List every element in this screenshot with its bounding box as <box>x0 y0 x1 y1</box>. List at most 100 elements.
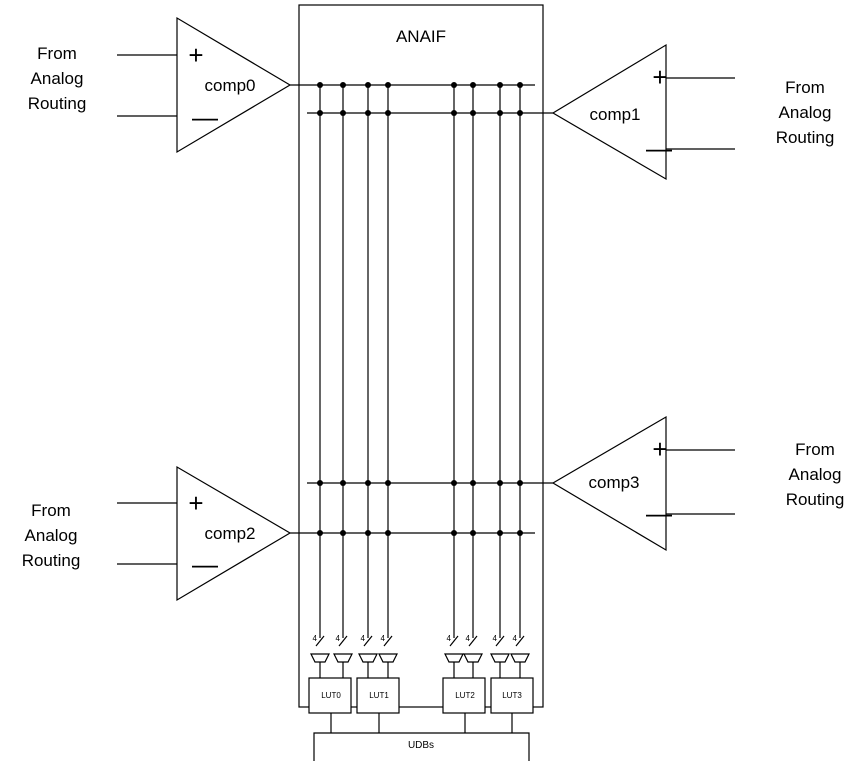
svg-text:Analog: Analog <box>779 103 832 122</box>
junction-dot <box>497 480 503 486</box>
svg-text:Analog: Analog <box>31 69 84 88</box>
junction-dot <box>385 82 391 88</box>
comparator-comp0: + — comp0 <box>117 16 292 154</box>
bus-width-label: 4 <box>493 634 498 643</box>
bus-slash <box>338 635 348 647</box>
junction-dot <box>470 82 476 88</box>
junction-dot <box>317 530 323 536</box>
plus-sign: + <box>188 40 203 70</box>
lut-label: LUT1 <box>369 691 389 700</box>
junction-dot <box>470 480 476 486</box>
mux <box>333 653 353 663</box>
mux <box>463 653 483 663</box>
bus-slash <box>468 635 478 647</box>
junction-dot <box>340 110 346 116</box>
svg-text:Routing: Routing <box>28 94 87 113</box>
comp0-label: comp0 <box>204 76 255 95</box>
udbs-block <box>313 732 530 761</box>
input-label-comp2: From Analog Routing <box>22 501 81 570</box>
junction-dot <box>340 530 346 536</box>
junction-dot <box>517 110 523 116</box>
lut-0 <box>308 677 352 714</box>
junction-dot <box>451 110 457 116</box>
junction-dot <box>340 82 346 88</box>
bus-slash <box>449 635 459 647</box>
junction-dot <box>340 480 346 486</box>
junction-dot <box>451 82 457 88</box>
lut-label: LUT2 <box>455 691 475 700</box>
junction-dot <box>385 480 391 486</box>
comparator-comp3: + — comp3 <box>551 415 735 552</box>
junction-dot <box>517 530 523 536</box>
svg-text:From: From <box>795 440 835 459</box>
svg-text:Analog: Analog <box>789 465 842 484</box>
junction-dot <box>517 480 523 486</box>
bus-width-label: 4 <box>381 634 386 643</box>
junction-dot <box>497 530 503 536</box>
plus-sign: + <box>652 434 667 464</box>
mux <box>378 653 398 663</box>
lut-label: LUT3 <box>502 691 522 700</box>
horizontal-buses <box>290 84 553 534</box>
minus-sign: — <box>646 133 672 163</box>
junction-dot <box>385 530 391 536</box>
junction-dot <box>365 82 371 88</box>
junction-dot <box>451 480 457 486</box>
svg-text:Routing: Routing <box>22 551 81 570</box>
input-label-comp0: From Analog Routing <box>28 44 87 113</box>
junction-dot <box>517 82 523 88</box>
comparator-comp1: + — comp1 <box>551 43 735 181</box>
bus-width-label: 4 <box>513 634 518 643</box>
input-label-comp3: From Analog Routing <box>786 440 845 509</box>
lut-2 <box>442 677 486 714</box>
bus-width-label: 4 <box>361 634 366 643</box>
comparator-comp2: + — comp2 <box>117 465 292 602</box>
junction-dot <box>385 110 391 116</box>
minus-sign: — <box>646 498 672 528</box>
bus-slash <box>315 635 325 647</box>
bus-slash <box>515 635 525 647</box>
svg-text:From: From <box>31 501 71 520</box>
comp1-label: comp1 <box>589 105 640 124</box>
mux <box>358 653 378 663</box>
input-label-comp1: From Analog Routing <box>776 78 835 147</box>
junction-dot <box>451 530 457 536</box>
junction-dot <box>365 110 371 116</box>
junction-dot <box>317 82 323 88</box>
svg-text:Routing: Routing <box>786 490 845 509</box>
mux <box>444 653 464 663</box>
junction-dot <box>317 480 323 486</box>
junction-dot <box>497 110 503 116</box>
junction-dot <box>365 480 371 486</box>
svg-text:Routing: Routing <box>776 128 835 147</box>
plus-sign: + <box>652 62 667 92</box>
anaif-title: ANAIF <box>396 27 446 46</box>
svg-text:From: From <box>37 44 77 63</box>
junction-dot <box>470 110 476 116</box>
plus-sign: + <box>188 488 203 518</box>
bus-slash <box>383 635 393 647</box>
anaif-block <box>298 4 544 708</box>
junction-dot <box>365 530 371 536</box>
junction-dot <box>470 530 476 536</box>
mux <box>510 653 530 663</box>
bus-slash <box>495 635 505 647</box>
junction-dot <box>497 82 503 88</box>
mux <box>490 653 510 663</box>
svg-text:From: From <box>785 78 825 97</box>
bus-width-label: 4 <box>466 634 471 643</box>
svg-text:Analog: Analog <box>25 526 78 545</box>
comp2-label: comp2 <box>204 524 255 543</box>
bus-width-label: 4 <box>336 634 341 643</box>
udbs-label: UDBs <box>408 740 434 751</box>
bus-slash <box>363 635 373 647</box>
junction-dot <box>317 110 323 116</box>
bus-width-label: 4 <box>447 634 452 643</box>
minus-sign: — <box>192 102 218 132</box>
bus-width-label: 4 <box>313 634 318 643</box>
lut-1 <box>356 677 400 714</box>
mux <box>310 653 330 663</box>
lut-label: LUT0 <box>321 691 341 700</box>
